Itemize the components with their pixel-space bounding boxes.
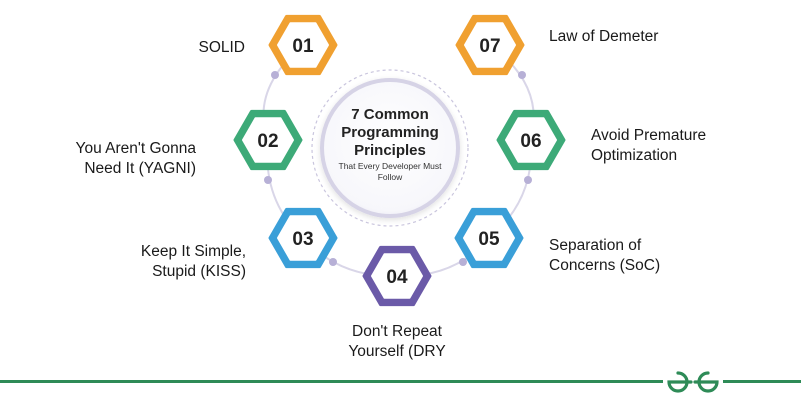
center-dashed-ring [311, 69, 469, 227]
principle-label-06: Avoid Premature Optimization [591, 127, 707, 164]
connector-dot [518, 71, 526, 79]
principle-number: 01 [292, 36, 314, 57]
principle-node-06: 06 [496, 109, 566, 171]
hexagon-inner [371, 253, 423, 299]
principle-number: 03 [292, 229, 313, 250]
connector-dot [329, 258, 337, 266]
principle-node-05: 05 [454, 207, 524, 269]
principle-number: 05 [478, 229, 500, 250]
principle-label-01: SOLID [198, 39, 245, 56]
hexagon-inner [463, 215, 515, 261]
principle-number: 02 [257, 131, 278, 152]
connector-dot [524, 176, 532, 184]
principle-number: 06 [520, 131, 541, 152]
principle-label-07: Law of Demeter [549, 28, 659, 45]
hexagon-inner [464, 22, 516, 68]
principle-number: 07 [479, 36, 500, 57]
footer-divider [0, 380, 801, 383]
principle-node-07: 07 [455, 14, 525, 76]
principle-node-04: 04 [362, 245, 432, 307]
principle-number: 04 [386, 267, 408, 288]
principle-node-02: 02 [233, 109, 303, 171]
principle-label-02: You Aren't Gonna Need It (YAGNI) [75, 140, 196, 177]
hexagon-inner [277, 215, 329, 261]
principle-node-01: 01 [268, 14, 338, 76]
principle-label-04: Don't Repeat Yourself (DRY [348, 323, 446, 360]
hexagon-inner [242, 117, 294, 163]
principle-node-03: 03 [268, 207, 338, 269]
center-disc [320, 78, 460, 218]
gfg-logo-icon [663, 366, 723, 396]
principle-label-05: Separation of Concerns (SoC) [549, 237, 661, 274]
hexagon-inner [505, 117, 557, 163]
connector-dot [459, 258, 467, 266]
hexagon-inner [277, 22, 329, 68]
center-title: 7 Common Programming Principles [341, 106, 439, 159]
center-subtitle: That Every Developer Must Follow [338, 161, 442, 182]
connector-dot [271, 71, 279, 79]
connector-dot [264, 176, 272, 184]
principle-label-03: Keep It Simple, Stupid (KISS) [140, 243, 246, 280]
